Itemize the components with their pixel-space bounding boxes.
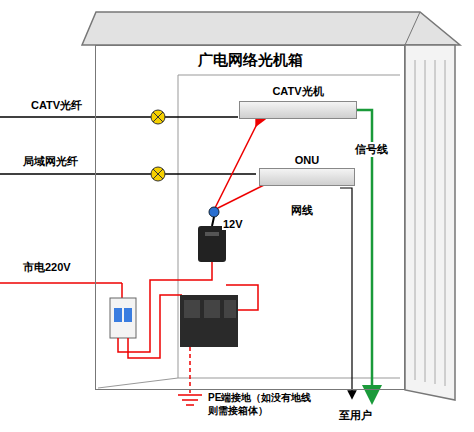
callout-label: 至用户 <box>338 408 373 423</box>
cabinet-title: 广电网络光机箱 <box>96 51 404 70</box>
callout-label: 网线 <box>290 203 314 218</box>
callout-label: 局域网光纤 <box>22 154 79 169</box>
callout-label: 信号线 <box>354 142 389 157</box>
callout-label: CATV光纤 <box>30 98 83 113</box>
callout-label: 市电220V <box>22 260 72 275</box>
device-panel <box>239 101 357 119</box>
callout-label: PE端接地（如没有地线则需接箱体） <box>207 392 313 417</box>
device-name: CATV光机 <box>239 84 357 99</box>
device-box: ONU <box>259 154 355 186</box>
cabinet-box: 广电网络光机箱 CATV光机 ONU <box>95 45 405 390</box>
device-panel <box>259 168 355 186</box>
callout-label: 12V <box>222 218 244 230</box>
device-box: CATV光机 <box>239 84 357 119</box>
device-name: ONU <box>259 154 355 166</box>
